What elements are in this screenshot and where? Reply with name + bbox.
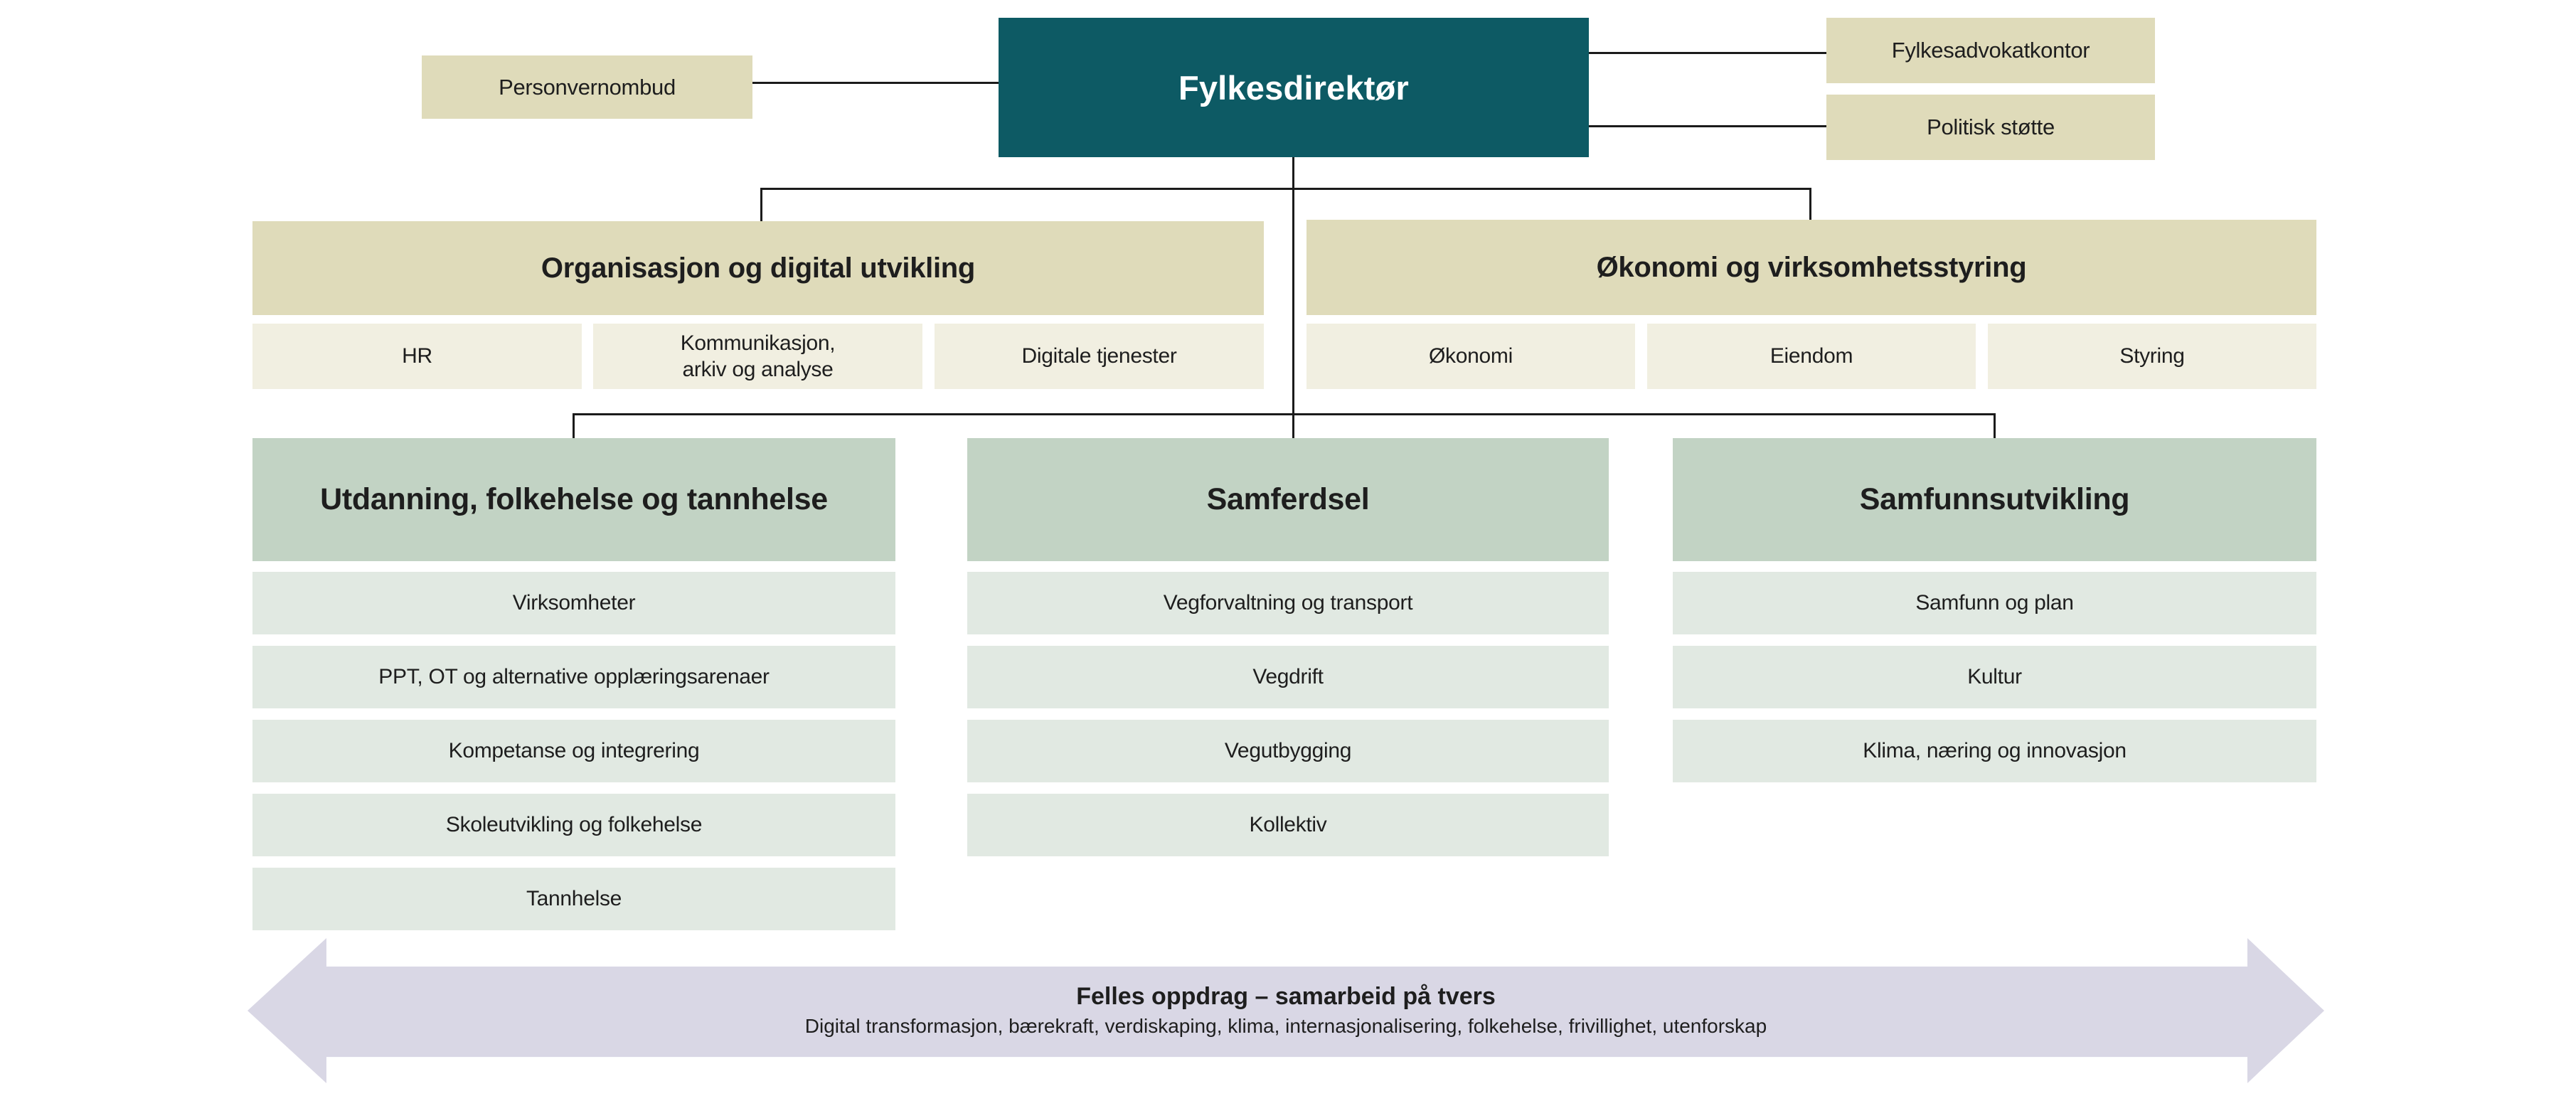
unit-vegutbygging-label: Vegutbygging <box>1224 739 1352 762</box>
section-header-organisasjon: Organisasjon og digital utvikling <box>252 221 1264 315</box>
unit-kultur-label: Kultur <box>1967 665 2022 688</box>
political-support-label: Politisk støtte <box>1927 115 2055 139</box>
unit-skoleutvikling-folkehelse: Skoleutvikling og folkehelse <box>252 794 895 856</box>
division-header-samferdsel: Samferdsel <box>967 438 1609 561</box>
unit-tannhelse: Tannhelse <box>252 868 895 930</box>
connector-advocate-office <box>1589 52 1826 54</box>
division-header-samferdsel-label: Samferdsel <box>1206 482 1370 516</box>
unit-eiendom: Eiendom <box>1647 324 1976 389</box>
unit-klima-naering-innovasjon: Klima, næring og innovasjon <box>1673 720 2316 782</box>
advocate-office-box: Fylkesadvokatkontor <box>1826 18 2155 83</box>
unit-kollektiv-label: Kollektiv <box>1249 813 1327 836</box>
unit-samfunn-plan-label: Samfunn og plan <box>1915 591 2074 614</box>
unit-vegdrift: Vegdrift <box>967 646 1609 708</box>
unit-vegforvaltning-transport-label: Vegforvaltning og transport <box>1163 591 1413 614</box>
unit-eiendom-label: Eiendom <box>1769 344 1853 368</box>
unit-tannhelse-label: Tannhelse <box>526 887 622 910</box>
unit-klima-naering-innovasjon-label: Klima, næring og innovasjon <box>1863 739 2127 762</box>
unit-skoleutvikling-folkehelse-label: Skoleutvikling og folkehelse <box>445 813 703 836</box>
unit-styring-label: Styring <box>2119 344 2185 368</box>
unit-digitale-tjenester: Digitale tjenester <box>935 324 1264 389</box>
director-box: Fylkesdirektør <box>999 18 1589 157</box>
shared-mission-subtitle: Digital transformasjon, bærekraft, verdi… <box>804 1015 1767 1037</box>
unit-okonomi-label: Økonomi <box>1429 344 1513 368</box>
political-support-box: Politisk støtte <box>1826 95 2155 160</box>
unit-kultur: Kultur <box>1673 646 2316 708</box>
unit-styring: Styring <box>1988 324 2316 389</box>
division-header-utdanning: Utdanning, folkehelse og tannhelse <box>252 438 895 561</box>
unit-vegforvaltning-transport: Vegforvaltning og transport <box>967 572 1609 634</box>
shared-mission-banner: Felles oppdrag – samarbeid på tvers Digi… <box>248 938 2324 1083</box>
unit-kompetanse-integrering-label: Kompetanse og integrering <box>448 739 700 762</box>
connector-staff-bracket-right-drop <box>1809 188 1811 220</box>
unit-okonomi: Økonomi <box>1306 324 1635 389</box>
director-label: Fylkesdirektør <box>1178 68 1410 107</box>
connector-political-support <box>1589 125 1826 127</box>
unit-ppt-ot-opplaeringsarenaer: PPT, OT og alternative opplæringsarenaer <box>252 646 895 708</box>
connector-division-bracket-left-drop <box>573 413 575 440</box>
unit-hr: HR <box>252 324 582 389</box>
unit-vegutbygging: Vegutbygging <box>967 720 1609 782</box>
connector-division-bracket-right-drop <box>1994 413 1996 440</box>
unit-virksomheter-label: Virksomheter <box>512 591 636 614</box>
unit-kollektiv: Kollektiv <box>967 794 1609 856</box>
unit-kommunikasjon-arkiv-analyse-label: Kommunikasjon, arkiv og analyse <box>680 331 836 382</box>
division-header-samfunnsutvikling-label: Samfunnsutvikling <box>1859 482 2130 516</box>
unit-ppt-ot-opplaeringsarenaer-label: PPT, OT og alternative opplæringsarenaer <box>378 665 770 688</box>
unit-hr-label: HR <box>402 344 432 368</box>
shared-mission-title: Felles oppdrag – samarbeid på tvers <box>1076 983 1496 1010</box>
division-header-samfunnsutvikling: Samfunnsutvikling <box>1673 438 2316 561</box>
connector-staff-bracket-left-drop <box>760 188 762 223</box>
unit-virksomheter: Virksomheter <box>252 572 895 634</box>
privacy-officer-label: Personvernombud <box>499 74 676 100</box>
unit-kommunikasjon-arkiv-analyse: Kommunikasjon, arkiv og analyse <box>593 324 922 389</box>
connector-staff-bracket-horizontal <box>760 188 1811 190</box>
privacy-officer-box: Personvernombud <box>422 55 752 119</box>
section-header-organisasjon-label: Organisasjon og digital utvikling <box>541 252 976 284</box>
section-header-okonomi-label: Økonomi og virksomhetsstyring <box>1596 251 2027 283</box>
unit-vegdrift-label: Vegdrift <box>1252 665 1324 688</box>
section-header-okonomi: Økonomi og virksomhetsstyring <box>1306 220 2316 315</box>
unit-kompetanse-integrering: Kompetanse og integrering <box>252 720 895 782</box>
division-header-utdanning-label: Utdanning, folkehelse og tannhelse <box>320 482 828 516</box>
connector-center-vertical <box>1292 157 1294 439</box>
unit-samfunn-plan: Samfunn og plan <box>1673 572 2316 634</box>
unit-digitale-tjenester-label: Digitale tjenester <box>1021 344 1177 368</box>
connector-privacy-officer <box>752 82 999 84</box>
connector-division-bracket-horizontal <box>573 413 1996 415</box>
advocate-office-label: Fylkesadvokatkontor <box>1891 38 2090 63</box>
